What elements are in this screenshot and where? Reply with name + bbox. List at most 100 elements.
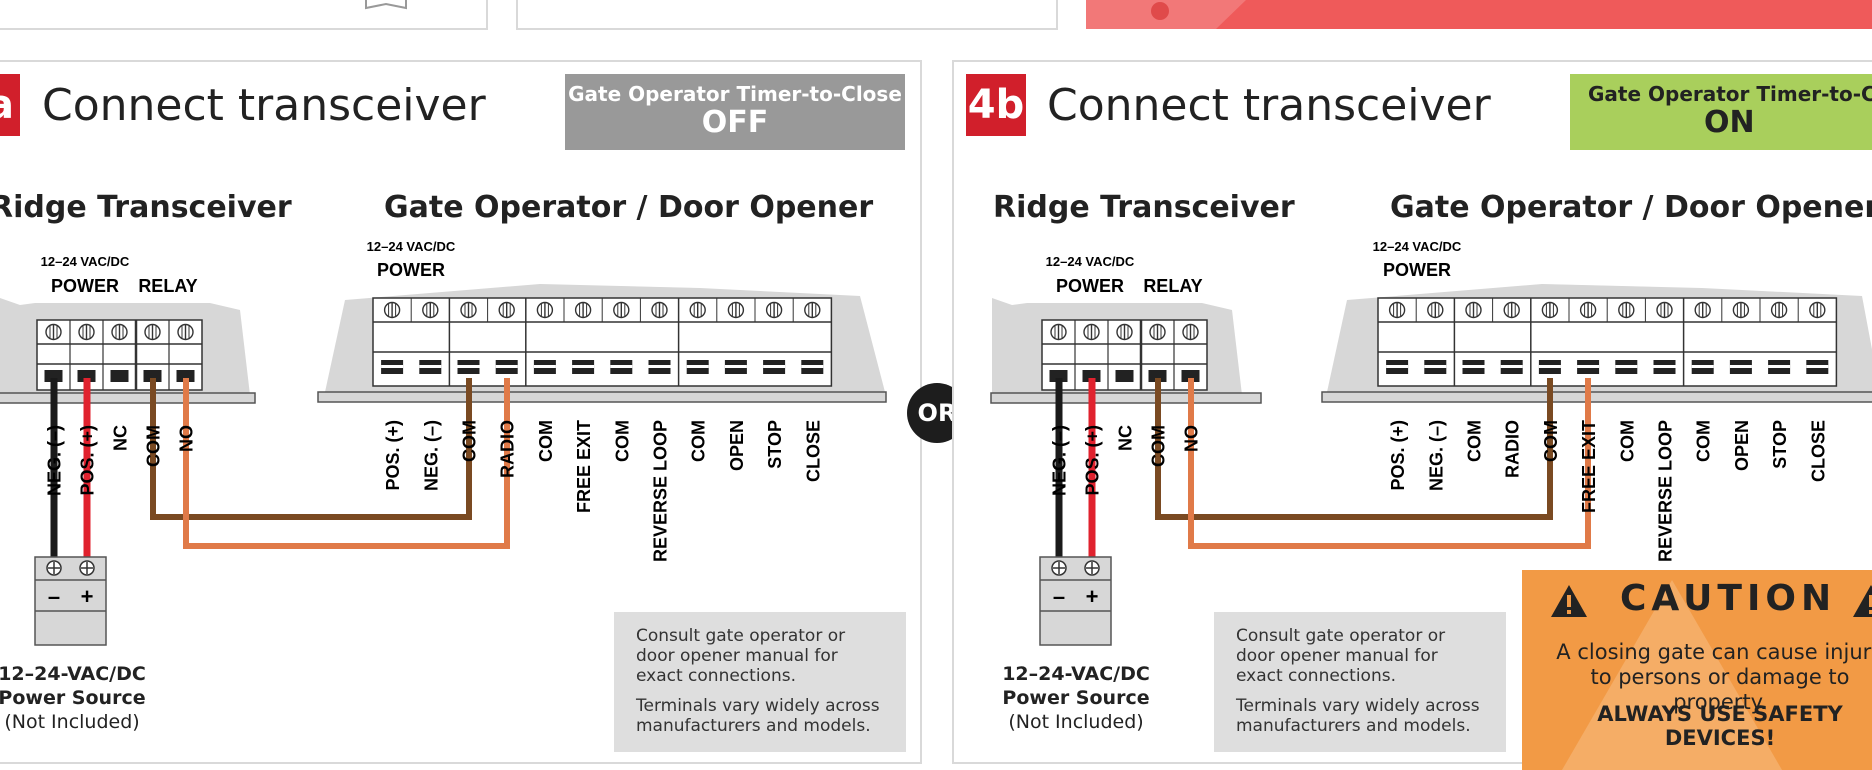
ps-screw-icon — [46, 560, 62, 576]
ps-line2: Power Source — [1002, 687, 1150, 709]
screw-icon — [727, 301, 745, 319]
tx-relay-label: RELAY — [138, 276, 197, 296]
step-title-b: Connect transceiver — [1047, 80, 1491, 131]
op-terminal-label: COM — [1541, 420, 1561, 462]
timer-label: Gate Operator Timer-to-Clos — [1588, 82, 1872, 106]
screw-icon — [1732, 301, 1750, 319]
transceiver-terminal-block — [36, 319, 203, 391]
operator-terminal-block — [1377, 297, 1838, 387]
tx-terminal-label: NC — [111, 425, 131, 451]
screw-icon — [498, 301, 515, 319]
banner-decoration-icon — [1086, 0, 1246, 29]
screw-icon — [613, 301, 630, 319]
caution-title: CAUTION — [1620, 578, 1837, 619]
operator-terminal-block — [372, 297, 833, 387]
tx-terminal-label: NEG. (–) — [45, 425, 65, 496]
warning-icon — [1853, 585, 1872, 617]
tx-terminal-label: NEG. (–) — [1050, 425, 1070, 496]
timer-state: ON — [1704, 105, 1755, 140]
tx-terminal-label: NO — [1182, 425, 1202, 452]
screw-icon — [1809, 301, 1826, 319]
terminal-clamp — [110, 370, 129, 382]
caution-box: CAUTION A closing gate can cause injury … — [1522, 570, 1872, 770]
note-box-a: Consult gate operator or door opener man… — [614, 612, 906, 752]
operator-title-b: Gate Operator / Door Opener — [1390, 190, 1872, 225]
screw-icon — [45, 323, 62, 341]
note-p2: Terminals vary widely across manufacture… — [1236, 696, 1480, 736]
screw-icon — [1149, 323, 1166, 341]
note-box-b: Consult gate operator or door opener man… — [1214, 612, 1506, 752]
screw-icon — [78, 323, 95, 341]
screw-icon — [1503, 301, 1520, 319]
power-source-block — [1039, 556, 1112, 646]
caution-body: A closing gate can cause injury to perso… — [1556, 640, 1872, 714]
ps-line3: (Not Included) — [4, 711, 140, 733]
screw-icon — [1618, 301, 1635, 319]
op-terminal-label: NEG. (–) — [1426, 420, 1446, 491]
terminal-clamp — [1148, 370, 1167, 382]
ps-minus: – — [48, 584, 60, 609]
op-terminal-label: CLOSE — [803, 420, 823, 482]
note-p1: Consult gate operator or door opener man… — [1236, 626, 1446, 686]
screw-icon — [1541, 301, 1559, 319]
op-power-label: POWER — [1383, 260, 1451, 280]
tx-power-range: 12–24 VAC/DC — [41, 254, 130, 269]
screw-icon — [111, 323, 128, 341]
power-source-label-b: 12–24-VAC/DC Power Source (Not Included) — [996, 662, 1156, 734]
operator-base — [1321, 391, 1872, 403]
screw-icon — [1116, 323, 1133, 341]
screw-icon — [804, 301, 821, 319]
transceiver-title-a: Ridge Transceiver — [0, 190, 292, 225]
wire-brown — [150, 378, 472, 520]
screw-icon — [460, 301, 477, 319]
ps-screw-icon — [1051, 560, 1067, 576]
ps-line1: 12–24-VAC/DC — [0, 663, 146, 685]
tx-power-label: POWER — [51, 276, 119, 296]
terminal-clamp — [1049, 370, 1068, 382]
timer-card-on: Gate Operator Timer-to-Clos ON — [1570, 74, 1872, 150]
power-source-label-a: 12–24-VAC/DC Power Source (Not Included) — [0, 662, 152, 734]
ps-minus: – — [1053, 584, 1065, 609]
op-terminal-label: POS. (+) — [383, 420, 403, 491]
terminal-clamp — [77, 370, 96, 382]
screw-icon — [651, 301, 668, 319]
ps-line2: Power Source — [0, 687, 146, 709]
screw-icon — [1770, 301, 1788, 319]
op-terminal-label: RADIO — [1503, 420, 1523, 478]
operator-base — [317, 391, 887, 403]
terminal-clamp — [44, 370, 63, 382]
op-terminal-label: STOP — [1770, 420, 1790, 469]
terminal-clamp — [1181, 370, 1200, 382]
screw-icon — [144, 323, 161, 341]
note-p2: Terminals vary widely across manufacture… — [636, 696, 880, 736]
op-terminal-label: FREE EXIT — [1579, 420, 1599, 513]
op-terminal-label: REVERSE LOOP — [651, 420, 671, 562]
wire-orange — [183, 378, 510, 549]
step-title-a: Connect transceiver — [42, 80, 486, 131]
terminal-clamp — [143, 370, 162, 382]
op-terminal-label: COM — [1617, 420, 1637, 462]
ps-plus: + — [81, 584, 94, 609]
operator-title-a: Gate Operator / Door Opener — [384, 190, 874, 225]
top-card-middle — [516, 0, 1058, 30]
wiring-diagram-b: 12–24 VAC/DC POWER RELAY 12–24 VAC/DC PO… — [990, 239, 1872, 646]
tx-power-range: 12–24 VAC/DC — [1046, 254, 1135, 269]
screw-icon — [1182, 323, 1199, 341]
wire-brown — [1155, 378, 1553, 520]
tx-power-label: POWER — [1056, 276, 1124, 296]
note-p1: Consult gate operator or door opener man… — [636, 626, 846, 686]
screw-icon — [383, 301, 401, 319]
screw-icon — [1465, 301, 1482, 319]
tx-terminal-label: COM — [1149, 425, 1169, 467]
screw-icon — [1656, 301, 1673, 319]
timer-state: OFF — [701, 105, 769, 140]
screw-icon — [1083, 323, 1100, 341]
screw-icon — [765, 301, 783, 319]
op-terminal-label: CLOSE — [1808, 420, 1828, 482]
terminal-clamp — [1115, 370, 1134, 382]
ps-plus: + — [1086, 584, 1099, 609]
warning-icon — [1551, 585, 1587, 617]
